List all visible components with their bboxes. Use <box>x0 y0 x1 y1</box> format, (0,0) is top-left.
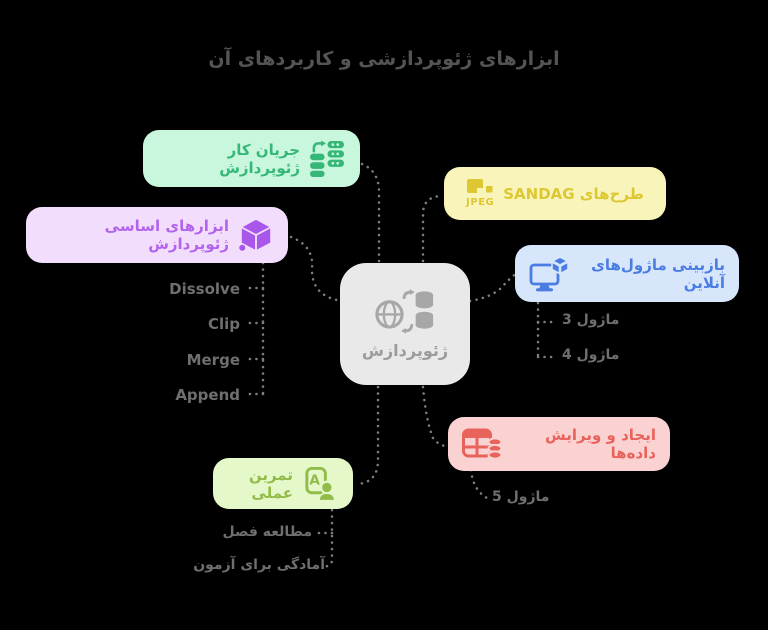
modules-child-module-3[interactable]: ماژول 3 <box>562 312 620 328</box>
connector-data-mod5 <box>469 468 489 500</box>
connector-central-sandag <box>421 194 443 263</box>
practice-child-exam-prep[interactable]: آمادگی برای آزمون <box>193 557 325 573</box>
node-tools[interactable]: ابزارهای اساسی ژئوپردازش <box>26 207 288 263</box>
connector-central-workflow <box>360 162 381 263</box>
practice-label: تمرین عملی <box>248 465 293 502</box>
data-child-module-5[interactable]: ماژول 5 <box>492 489 550 505</box>
node-central-geoprocessing[interactable]: ژئوپردازش <box>340 263 470 385</box>
node-data[interactable]: ایجاد و ویرایش داده‌ها <box>448 417 670 471</box>
sandag-label: طرح‌های SANDAG <box>503 184 644 203</box>
tools-child-append[interactable]: Append <box>175 386 240 404</box>
monitor-cube-icon <box>529 255 569 292</box>
connector-central-modules <box>468 272 518 303</box>
practice-child-chapter-study[interactable]: مطالعه فصل <box>222 524 312 540</box>
tools-child-merge[interactable]: Merge <box>186 351 240 369</box>
node-workflow[interactable]: جریان کار ژئوپردازش <box>143 130 360 187</box>
data-label: ایجاد و ویرایش داده‌ها <box>545 426 656 462</box>
modules-label: بازبینی ماژول‌های آنلاین <box>591 255 725 292</box>
node-sandag[interactable]: JPEG طرح‌های SANDAG <box>444 167 666 220</box>
exam-person-icon: A <box>302 466 339 501</box>
node-practice[interactable]: تمرین عملی A <box>213 458 353 509</box>
page-title: ابزارهای ژئوپردازشی و کاربردهای آن <box>208 48 560 70</box>
cube-icon <box>238 217 274 253</box>
svg-text:A: A <box>309 472 320 488</box>
tools-child-dissolve[interactable]: Dissolve <box>169 280 240 298</box>
node-modules[interactable]: بازبینی ماژول‌های آنلاین <box>515 245 739 302</box>
connector-central-practice <box>356 385 380 486</box>
tools-label: ابزارهای اساسی ژئوپردازش <box>104 217 229 253</box>
modules-child-module-4[interactable]: ماژول 4 <box>562 347 620 363</box>
globe-database-icon <box>374 288 436 335</box>
central-label: ژئوپردازش <box>361 341 449 360</box>
connector-central-data <box>421 385 449 448</box>
jpeg-label: JPEG <box>466 197 495 208</box>
workflow-label: جریان کار ژئوپردازش <box>219 140 300 177</box>
tools-child-clip[interactable]: Clip <box>207 315 240 333</box>
table-database-icon <box>462 427 502 461</box>
jpeg-image-icon: JPEG <box>466 179 494 208</box>
connector-central-tools <box>289 235 339 302</box>
workflow-icon <box>309 140 346 177</box>
